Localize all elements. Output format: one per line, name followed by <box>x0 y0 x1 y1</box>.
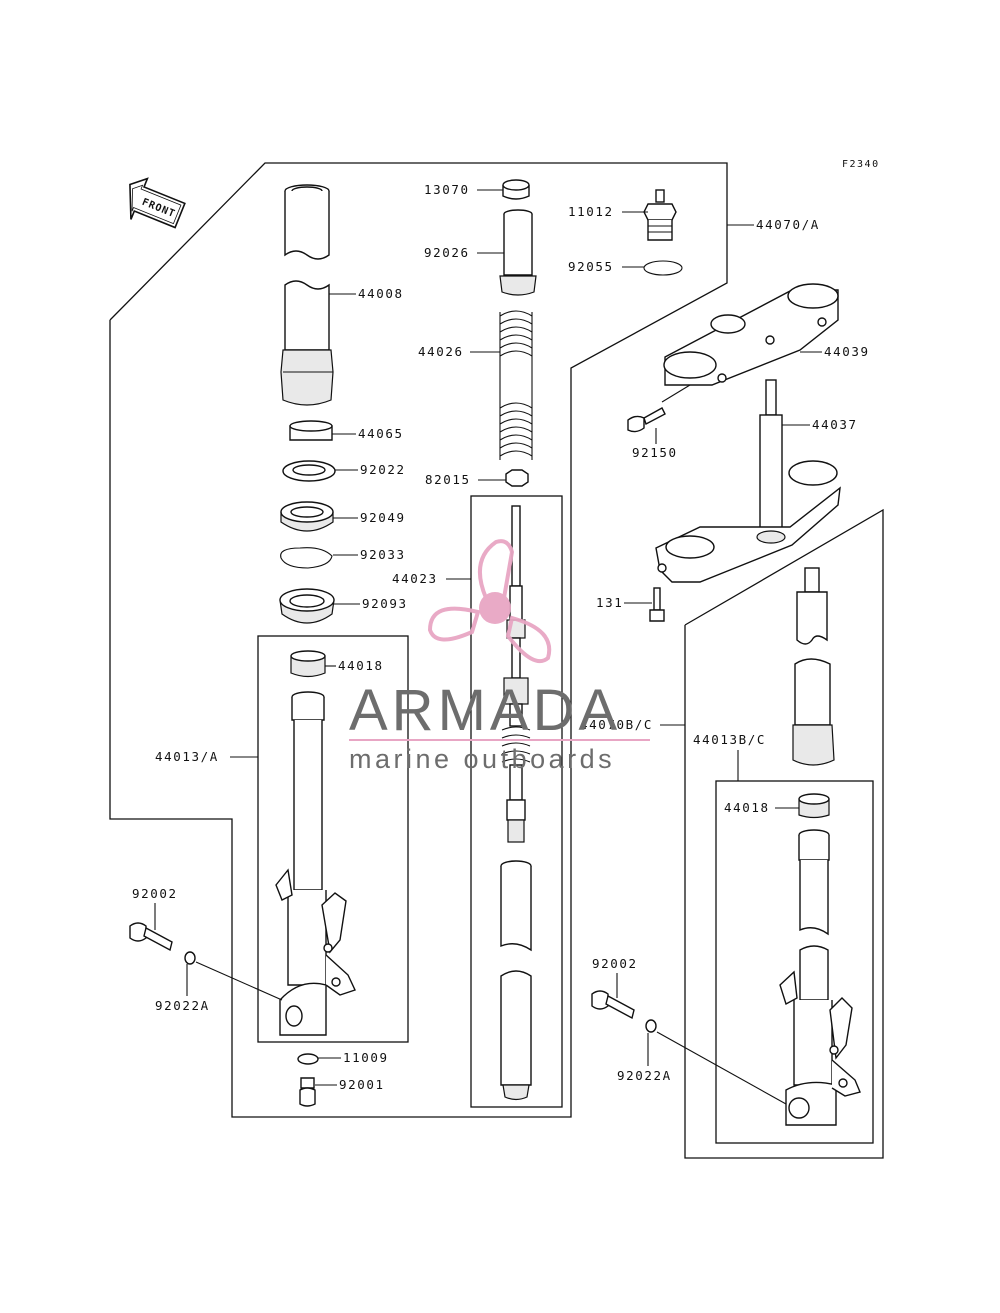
watermark-brand: ARMADA <box>349 678 621 743</box>
box-44013a <box>257 635 409 1043</box>
washer-11009 <box>297 1053 319 1065</box>
label-92049: 92049 <box>360 510 406 525</box>
washer-92022a-right <box>645 1019 657 1033</box>
collar-13070 <box>502 179 530 200</box>
label-92033: 92033 <box>360 547 406 562</box>
label-44013bc: 44013B/C <box>693 732 766 747</box>
washer-92022a-left <box>184 951 196 965</box>
label-44065: 44065 <box>358 426 404 441</box>
snap-ring-92033 <box>280 547 333 569</box>
steering-stem-44037 <box>655 379 841 583</box>
bushing-44018-right <box>798 793 830 819</box>
bushing-44065 <box>289 420 333 441</box>
label-44070bc: 44070B/C <box>580 717 653 732</box>
label-44070a: 44070/A <box>756 217 820 232</box>
label-44013a: 44013/A <box>155 749 219 764</box>
label-92022a-right: 92022A <box>617 1068 672 1083</box>
box-44023 <box>470 495 563 1108</box>
upper-clamp-44039 <box>663 283 839 386</box>
bolt-92002-right <box>591 990 635 1020</box>
label-92150: 92150 <box>632 445 678 460</box>
label-44018-right: 44018 <box>724 800 770 815</box>
watermark-tagline: marine outboards <box>349 744 615 774</box>
diagram-code: F2340 <box>842 159 880 170</box>
front-arrow-icon: FRONT <box>129 177 186 229</box>
label-44023: 44023 <box>392 571 438 586</box>
label-92026: 92026 <box>424 245 470 260</box>
label-92055: 92055 <box>568 259 614 274</box>
spacer-92026 <box>499 209 537 296</box>
outer-tube-44013a <box>275 691 356 1036</box>
bolt-92002-left <box>129 922 173 952</box>
label-11012: 11012 <box>568 204 614 219</box>
label-13070: 13070 <box>424 182 470 197</box>
label-44018-left: 44018 <box>338 658 384 673</box>
label-131: 131 <box>596 595 623 610</box>
label-44037: 44037 <box>812 417 858 432</box>
inner-tube-44008 <box>280 184 334 406</box>
o-ring-92055 <box>643 260 683 276</box>
assembly-outline-44070a <box>109 162 728 1118</box>
label-92022a-left: 92022A <box>155 998 210 1013</box>
label-11009: 11009 <box>343 1050 389 1065</box>
label-92001: 92001 <box>339 1077 385 1092</box>
label-44008: 44008 <box>358 286 404 301</box>
label-82015: 82015 <box>425 472 471 487</box>
bushing-44018-left <box>290 650 326 678</box>
label-92093: 92093 <box>362 596 408 611</box>
dust-seal-92093 <box>279 588 335 624</box>
oil-seal-92049 <box>280 501 334 532</box>
label-44026: 44026 <box>418 344 464 359</box>
bolt-131 <box>649 587 665 622</box>
armada-logo-icon <box>427 539 552 664</box>
label-92002-left: 92002 <box>132 886 178 901</box>
damper-cartridge-44023 <box>500 505 532 1101</box>
air-valve-11012 <box>643 189 677 241</box>
nut-82015 <box>505 469 529 487</box>
bolt-92001 <box>299 1077 316 1107</box>
box-44070bc <box>684 508 884 1159</box>
inner-tube-44013bc <box>792 567 835 766</box>
washer-92022 <box>282 460 336 482</box>
label-44039: 44039 <box>824 344 870 359</box>
box-44013bc <box>715 780 874 1144</box>
outer-tube-44013bc <box>779 829 861 1126</box>
label-92022: 92022 <box>360 462 406 477</box>
spring-44026 <box>499 310 533 460</box>
label-92002-right: 92002 <box>592 956 638 971</box>
bolt-92150 <box>627 407 666 433</box>
